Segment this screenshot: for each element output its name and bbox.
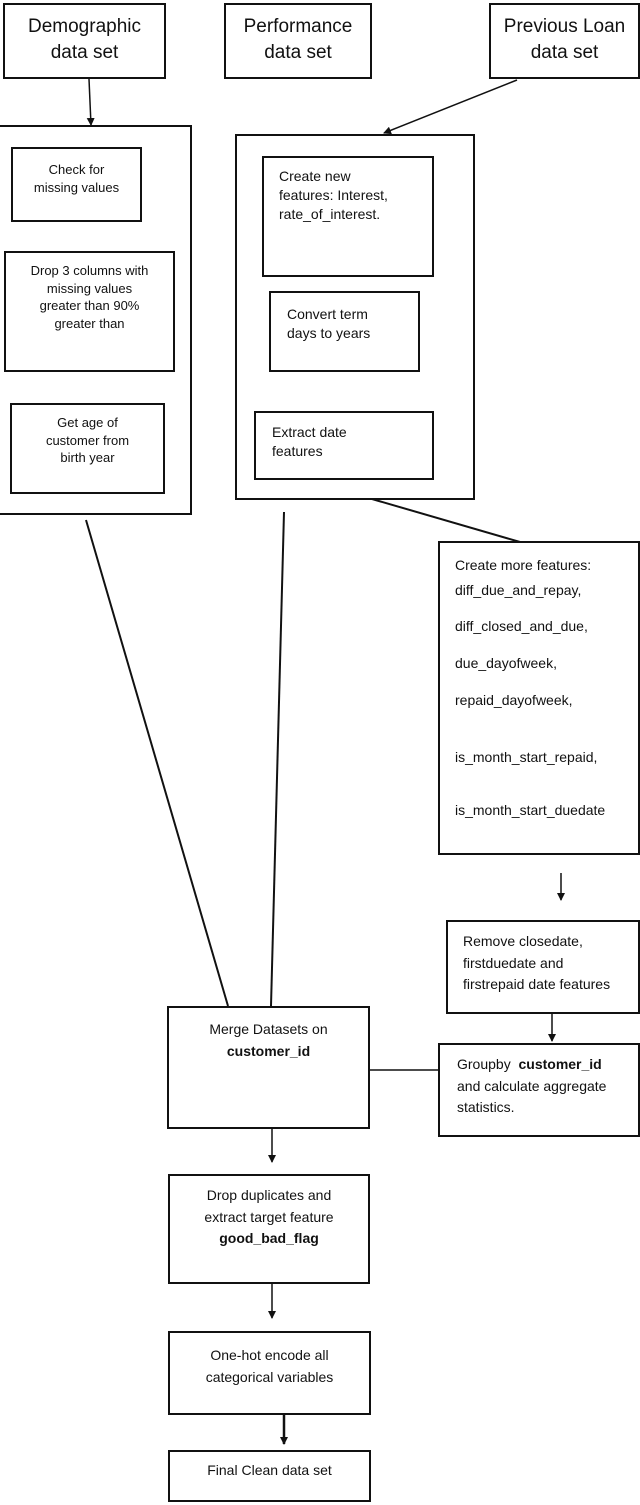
drop-duplicates-line: Drop duplicates and extract target featu…	[204, 1187, 334, 1225]
extract-date-text: Extract date features	[272, 424, 347, 459]
onehot-encode-box: One-hot encode all categorical variables	[168, 1331, 371, 1415]
create-more-features-title: Create more features:	[455, 557, 592, 573]
feature-item: diff_closed_and_due,	[455, 618, 588, 634]
extract-date-box: Extract date features	[254, 411, 434, 480]
get-age-box: Get age of customer from birth year	[10, 403, 165, 494]
create-more-features-box: Create more features: diff_due_and_repay…	[438, 541, 640, 855]
check-missing-text: Check for missing values	[33, 162, 120, 195]
arrow-demographic-to-group	[86, 78, 95, 126]
feature-item: due_dayofweek,	[455, 655, 557, 671]
onehot-encode-text: One-hot encode all categorical variables	[205, 1347, 334, 1385]
arrow-loan-to-performance	[383, 79, 518, 135]
previous-loan-source-label: Previous Loan data set	[503, 16, 626, 63]
final-dataset-text: Final Clean data set	[207, 1462, 332, 1478]
groupby-box: Groupby customer_id and calculate aggreg…	[438, 1043, 640, 1137]
get-age-text: Get age of customer from birth year	[45, 415, 130, 466]
demographic-source-label: Demographic data set	[28, 16, 141, 63]
merge-key: customer_id	[226, 1042, 311, 1059]
performance-source-label: Performance data set	[243, 16, 353, 63]
performance-source-box: Performance data set	[224, 3, 372, 79]
feature-item: diff_due_and_repay,	[455, 582, 582, 598]
merge-line1: Merge Datasets on	[209, 1021, 328, 1037]
line-demographic-to-merge	[85, 519, 229, 1007]
drop-columns-text: Drop 3 columns with missing values great…	[30, 263, 149, 331]
feature-item: is_month_start_duedate	[455, 802, 606, 818]
feature-item: is_month_start_repaid,	[455, 749, 598, 765]
drop-duplicates-box: Drop duplicates and extract target featu…	[168, 1174, 370, 1284]
groupby-key: customer_id	[518, 1056, 602, 1072]
feature-item: repaid_dayofweek,	[455, 692, 573, 708]
remove-dates-text: Remove closedate, firstduedate and first…	[463, 933, 611, 993]
line-performance-to-features	[371, 498, 521, 543]
target-feature-key: good_bad_flag	[219, 1230, 319, 1247]
convert-term-box: Convert term days to years	[269, 291, 420, 372]
remove-dates-box: Remove closedate, firstduedate and first…	[446, 920, 640, 1014]
groupby-suffix: and calculate aggregate statistics.	[457, 1077, 607, 1116]
groupby-text: Groupby customer_id and calculate aggreg…	[457, 1054, 636, 1119]
convert-term-text: Convert term days to years	[287, 306, 371, 341]
create-new-features-box: Create new features: Interest, rate_of_i…	[262, 156, 434, 277]
groupby-prefix: Groupby	[457, 1056, 511, 1072]
merge-text: Merge Datasets on customer_id	[169, 1019, 368, 1062]
drop-columns-box: Drop 3 columns with missing values great…	[4, 251, 175, 372]
create-new-features-text: Create new features: Interest, rate_of_i…	[279, 168, 388, 222]
line-performance-to-merge	[270, 511, 285, 1007]
drop-duplicates-text: Drop duplicates and extract target featu…	[170, 1185, 368, 1250]
previous-loan-source-box: Previous Loan data set	[489, 3, 640, 79]
final-dataset-box: Final Clean data set	[168, 1450, 371, 1502]
demographic-source-box: Demographic data set	[3, 3, 166, 79]
merge-datasets-box: Merge Datasets on customer_id	[167, 1006, 370, 1129]
check-missing-box: Check for missing values	[11, 147, 142, 222]
